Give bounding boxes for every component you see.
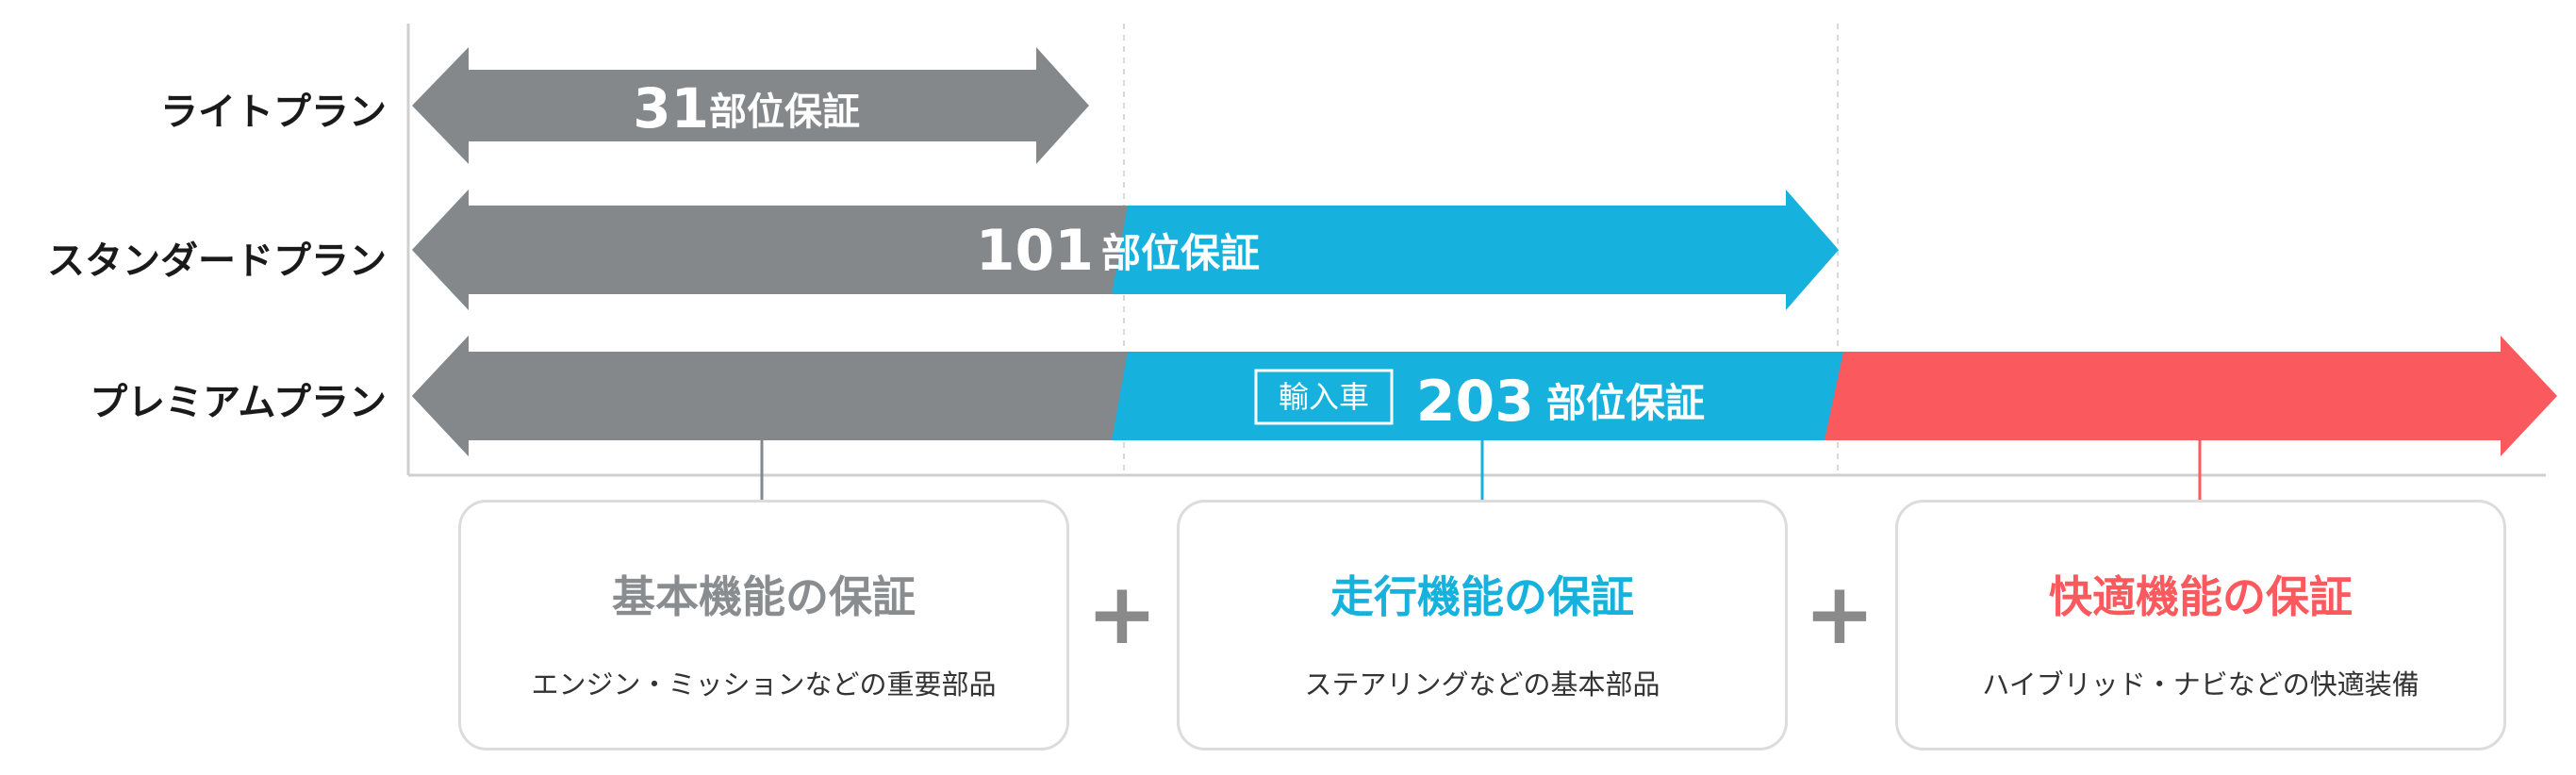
plus-sign-1: +: [1086, 565, 1158, 664]
standard-plan-unit: 部位保証: [1101, 230, 1260, 276]
standard-plan-count: 101: [976, 218, 1094, 284]
light-plan-unit: 部位保証: [709, 91, 860, 134]
light-plan-count: 31: [633, 76, 709, 140]
card-driving-desc: ステアリングなどの基本部品: [1304, 668, 1660, 701]
card-basic-title: 基本機能の保証: [612, 571, 916, 622]
light-plan-arrow: [412, 47, 1089, 164]
premium-plan-count: 203: [1416, 369, 1534, 435]
card-driving-title: 走行機能の保証: [1330, 571, 1634, 622]
card-comfort-title: 快適機能の保証: [2049, 571, 2353, 622]
plus-sign-2: +: [1804, 565, 1875, 664]
card-basic-desc: エンジン・ミッションなどの重要部品: [531, 668, 997, 701]
plan-label-premium: プレミアムプラン: [90, 381, 387, 424]
import-car-badge: [1254, 369, 1394, 425]
card-comfort: 快適機能の保証 ハイブリッド・ナビなどの快適装備: [1895, 500, 2506, 750]
standard-plan-arrow: [412, 190, 1839, 310]
card-driving: 走行機能の保証 ステアリングなどの基本部品: [1177, 500, 1788, 750]
plan-label-standard: スタンダードプラン: [47, 239, 387, 283]
premium-plan-unit: 部位保証: [1546, 380, 1705, 426]
import-car-badge-label: 輸入車: [1279, 379, 1369, 415]
plan-label-light: ライトプラン: [160, 91, 387, 134]
card-comfort-desc: ハイブリッド・ナビなどの快適装備: [1982, 668, 2419, 701]
card-basic: 基本機能の保証 エンジン・ミッションなどの重要部品: [458, 500, 1069, 750]
premium-plan-arrow: [412, 336, 2557, 456]
